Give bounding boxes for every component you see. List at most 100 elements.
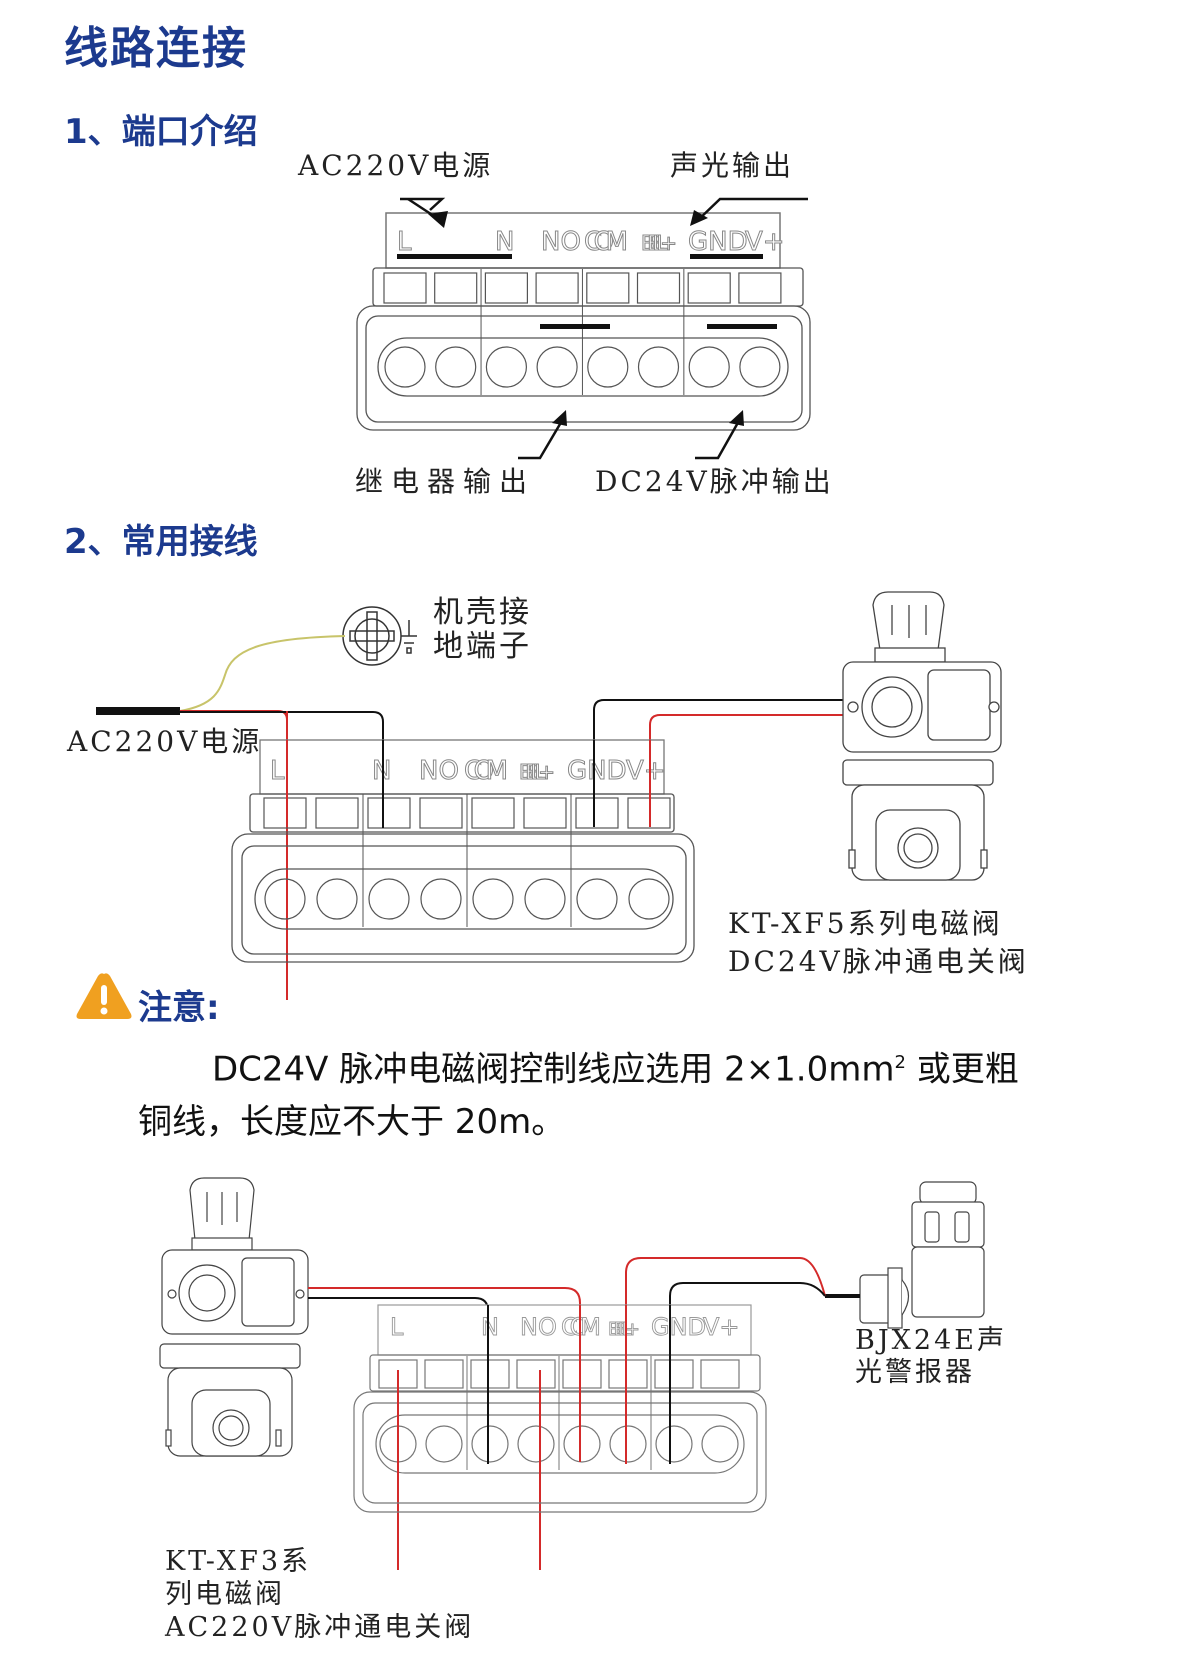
section-heading-port-intro: 1、端口介绍 xyxy=(64,112,258,152)
screw-hole xyxy=(517,1425,555,1463)
terminal-N: N xyxy=(372,756,391,786)
callout-relay-output: 继电器输出 xyxy=(355,465,536,498)
note-title: 注意: xyxy=(138,988,220,1028)
screw-socket xyxy=(424,1359,464,1389)
screw-socket xyxy=(516,1359,556,1389)
sound-light-alarm-icon xyxy=(859,1181,985,1329)
valve-red-wire xyxy=(308,1287,581,1462)
screw-socket xyxy=(315,797,359,829)
screw-hole xyxy=(536,346,578,388)
screw-socket xyxy=(586,272,630,304)
screw-hole xyxy=(485,346,527,388)
warning-icon xyxy=(76,973,132,1019)
terminal-Vplus: V+ xyxy=(745,227,785,257)
screw-socket-row xyxy=(249,793,675,833)
chassis-ground-screw-icon xyxy=(342,606,402,666)
screw-hole xyxy=(316,878,358,920)
neutral-wire xyxy=(180,711,384,828)
ground-label-line1: 机壳接 xyxy=(433,595,532,630)
terminal-GND: GND xyxy=(688,227,748,257)
screw-socket xyxy=(636,272,681,304)
pulse-group-bar xyxy=(707,324,777,329)
chassis-ground-label: 机壳接 地端子 xyxy=(433,596,532,664)
power-source-label: AC220V电源 xyxy=(67,725,263,758)
valve-xf5-label-line1: KT-XF5系列电磁阀 xyxy=(728,907,1003,940)
terminal-L: L xyxy=(270,756,285,786)
gnd-wire xyxy=(593,699,848,827)
solenoid-valve-xf3-icon xyxy=(159,1177,309,1457)
screw-socket xyxy=(434,272,478,304)
callout-dc-pulse-output: DC24V脉冲输出 xyxy=(595,465,834,498)
terminal-body xyxy=(231,833,695,963)
terminal-GND: GND xyxy=(651,1313,706,1341)
screw-socket-row xyxy=(369,1354,761,1392)
alarm-red-wire xyxy=(625,1257,826,1464)
screw-socket xyxy=(419,797,463,829)
screw-socket xyxy=(470,1359,510,1389)
ac-arrow-head xyxy=(428,211,448,228)
alarm-black-wire xyxy=(669,1282,826,1464)
terminal-NO: NO xyxy=(541,227,581,257)
terminal-COM: COM xyxy=(464,756,508,786)
screw-socket xyxy=(738,272,782,304)
screw-socket xyxy=(263,797,307,829)
sound-arrow-head xyxy=(690,210,708,226)
callout-sound-light-output: 声光输出 xyxy=(670,149,795,182)
screw-socket xyxy=(383,272,427,304)
screw-hole xyxy=(655,1425,693,1463)
screw-hole xyxy=(563,1425,601,1463)
valve-xf5-label-line2: DC24V脉冲通电关阀 xyxy=(728,945,1029,978)
wiring-diagram-xf5: L N NO COM BELL+ GND V+ xyxy=(96,591,1002,1000)
terminal-body xyxy=(353,1391,767,1513)
terminal-Vplus: V+ xyxy=(703,1313,740,1341)
pulse-arrow-head xyxy=(729,410,744,426)
page-title: 线路连接 xyxy=(64,23,248,74)
wiring-diagram-xf3-alarm: L N NO COM BELL+ GND V+ xyxy=(159,1177,985,1570)
screw-socket xyxy=(484,272,528,304)
screw-hole xyxy=(420,878,462,920)
screw-socket xyxy=(575,797,619,829)
valve-xf3-label-line2: 列电磁阀 xyxy=(165,1579,285,1610)
screw-hole xyxy=(264,878,306,920)
screw-socket xyxy=(535,272,579,304)
ground-wire xyxy=(179,635,346,712)
terminal-Vplus: V+ xyxy=(626,756,666,786)
screw-socket xyxy=(687,272,731,304)
terminal-L: L xyxy=(390,1313,404,1341)
terminal-NO: NO xyxy=(520,1313,557,1341)
sound-group-bar xyxy=(690,254,763,259)
screw-hole xyxy=(609,1425,647,1463)
terminal-NO: NO xyxy=(419,756,459,786)
port-intro-diagram: L N NO COM BELL+ GND V+ xyxy=(356,197,811,460)
terminal-BELL: BELL+ xyxy=(641,231,677,255)
terminal-GND: GND xyxy=(567,756,627,786)
alarm-label-line2: 光警报器 xyxy=(855,1357,975,1388)
screw-socket xyxy=(608,1359,648,1389)
terminal-N: N xyxy=(495,227,514,257)
screw-hole xyxy=(739,346,781,388)
screw-socket xyxy=(523,797,567,829)
ac-arrow xyxy=(400,197,446,211)
screw-hole xyxy=(368,878,410,920)
valve-xf3-label-line3: AC220V脉冲通电关阀 xyxy=(165,1612,475,1643)
terminal-body xyxy=(356,305,811,431)
ac-group-bar xyxy=(397,254,512,259)
note-line1-suffix: 或更粗 xyxy=(905,1049,1019,1090)
terminal-COM: COM xyxy=(584,227,628,257)
ground-label-line2: 地端子 xyxy=(433,629,532,664)
screw-hole xyxy=(587,346,629,388)
note-line1: DC24V 脉冲电磁阀控制线应选用 2×1.0mm2 或更粗 xyxy=(212,1034,1019,1098)
vplus-wire xyxy=(649,714,848,827)
alarm-label: BJX24E声 光警报器 xyxy=(855,1325,1007,1389)
valve-xf3-label: KT-XF3系 列电磁阀 AC220V脉冲通电关阀 xyxy=(165,1545,474,1644)
screw-socket xyxy=(654,1359,694,1389)
valve-xf3-label-line1: KT-XF3系 xyxy=(165,1546,311,1577)
valve-xf5-label: KT-XF5系列电磁阀 DC24V脉冲通电关阀 xyxy=(728,905,1029,981)
ground-symbol-icon xyxy=(401,620,417,654)
relay-arrow-head xyxy=(552,410,567,426)
terminal-L: L xyxy=(397,227,412,257)
note-line2: 铜线，长度应不大于 20m。 xyxy=(138,1102,566,1142)
power-cable xyxy=(96,707,180,715)
note-line1-text: DC24V 脉冲电磁阀控制线应选用 2×1.0mm xyxy=(212,1049,895,1090)
screw-socket xyxy=(562,1359,602,1389)
